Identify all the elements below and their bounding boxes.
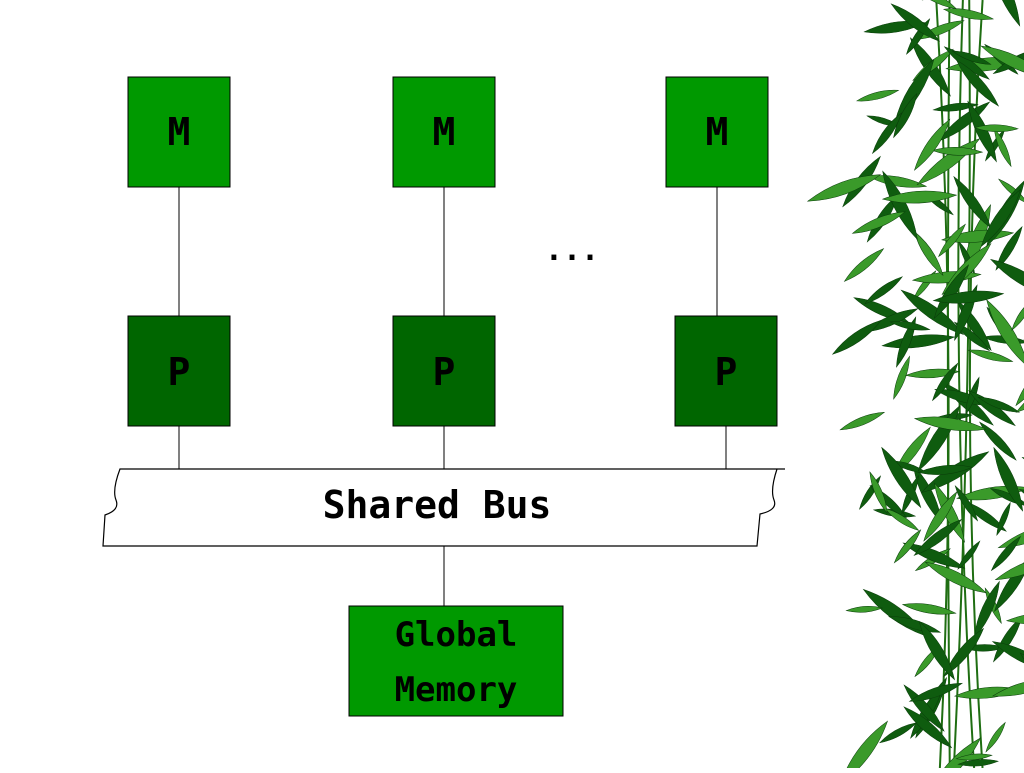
processor-node-2: P (392, 315, 496, 427)
memory-label: M (433, 110, 456, 154)
bamboo-foliage-decoration (806, 0, 1024, 773)
global-memory-node: Global Memory (348, 605, 564, 717)
memory-box (392, 76, 496, 188)
processor-node-1: P (127, 315, 231, 427)
global-memory-label-line1: Global (395, 615, 518, 655)
memory-box (127, 76, 231, 188)
memory-label: M (706, 110, 729, 154)
processor-node-3: P (674, 315, 778, 427)
memory-node-2: M (392, 76, 496, 188)
processor-label: P (715, 350, 738, 394)
memory-label: M (168, 110, 191, 154)
memory-node-1: M (127, 76, 231, 188)
memory-node-3: M (665, 76, 769, 188)
shared-bus-shape (102, 468, 785, 547)
global-memory-box (348, 605, 564, 717)
processor-box (392, 315, 496, 427)
global-memory-label-line2: Memory (395, 670, 518, 710)
processor-label: P (168, 350, 191, 394)
processor-box (674, 315, 778, 427)
memory-box (665, 76, 769, 188)
connectors (178, 187, 727, 606)
processor-box (127, 315, 231, 427)
ellipsis: ... (545, 233, 599, 268)
shared-bus: Shared Bus (102, 468, 785, 547)
shared-bus-label: Shared Bus (323, 483, 552, 527)
processor-label: P (433, 350, 456, 394)
